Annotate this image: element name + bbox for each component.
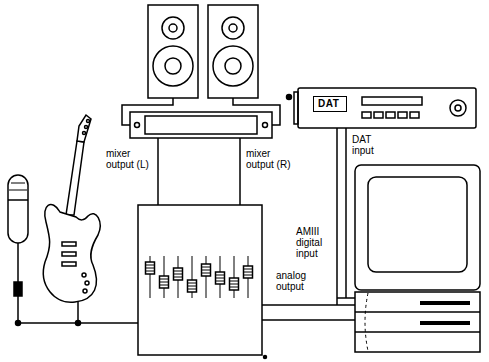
computer: [355, 292, 480, 352]
amplifier: [130, 112, 272, 138]
wire-label: analog output: [276, 270, 328, 292]
analog-output-wire: [262, 319, 355, 321]
wire-label: DAT input: [352, 134, 394, 156]
analog-output-wire: [262, 304, 355, 306]
mixer: [138, 205, 262, 355]
microphone: [8, 175, 28, 323]
junction-dot: [16, 321, 21, 326]
mixer-output-wire: [157, 138, 159, 205]
digital-input-wire: [337, 297, 355, 299]
dat-recorder: [287, 88, 477, 128]
junction-dot: [76, 321, 81, 326]
left-speaker: [148, 5, 198, 98]
digital-input-wire: [336, 128, 338, 305]
right-speaker: [208, 5, 258, 98]
wire-label: mixer output (L): [106, 148, 156, 170]
wire-label: AMIII digital input: [296, 226, 334, 259]
dot: [264, 356, 267, 359]
monitor: [355, 165, 480, 290]
dat-input-wire: [345, 128, 347, 298]
guitar: [43, 115, 100, 323]
device-label: DAT: [318, 98, 342, 109]
wire-label: mixer output (R): [246, 148, 301, 170]
device-label-box: DAT: [313, 96, 347, 112]
mixer-output-wire: [239, 138, 241, 205]
